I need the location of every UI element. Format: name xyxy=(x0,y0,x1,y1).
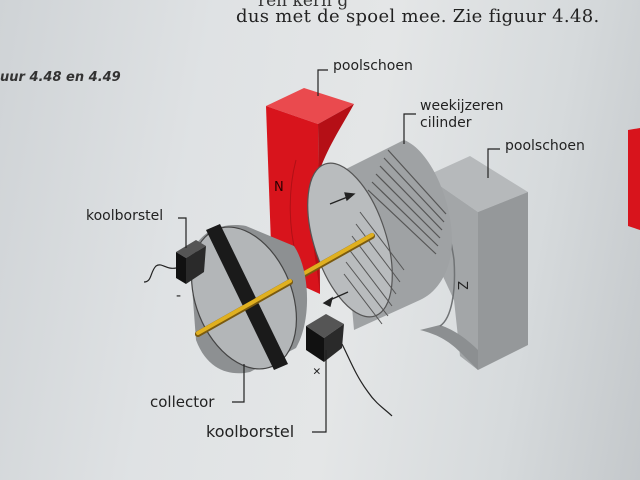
leader-lines xyxy=(178,69,500,433)
label-soft-iron-cylinder-2: cilinder xyxy=(420,115,472,131)
label-collector: collector xyxy=(150,393,215,411)
label-carbon-brush-left: koolborstel xyxy=(86,208,164,224)
header-line: dus met de spoel mee. Zie figuur 4.48. xyxy=(236,6,600,27)
current-arrows xyxy=(322,192,356,307)
figure-caption-reference: uur 4.48 en 4.49 xyxy=(0,70,121,85)
label-carbon-brush-bottom: koolborstel xyxy=(206,422,295,441)
label-pole-shoe-top: poolschoen xyxy=(333,58,413,74)
carbon-brush-right xyxy=(306,314,393,417)
red-margin-strip xyxy=(628,128,640,230)
carbon-brush-left xyxy=(143,240,206,284)
header-line-partial: ren kern g xyxy=(258,0,349,11)
soft-iron-cylinder xyxy=(307,140,452,330)
minus-sign: - xyxy=(176,288,182,304)
label-pole-shoe-right: poolschoen xyxy=(505,138,585,154)
collector-disk xyxy=(190,224,308,374)
north-pole-letter: N xyxy=(274,180,284,195)
label-soft-iron-cylinder-1: weekijzeren xyxy=(420,98,504,114)
south-pole-letter: Z xyxy=(453,281,469,290)
